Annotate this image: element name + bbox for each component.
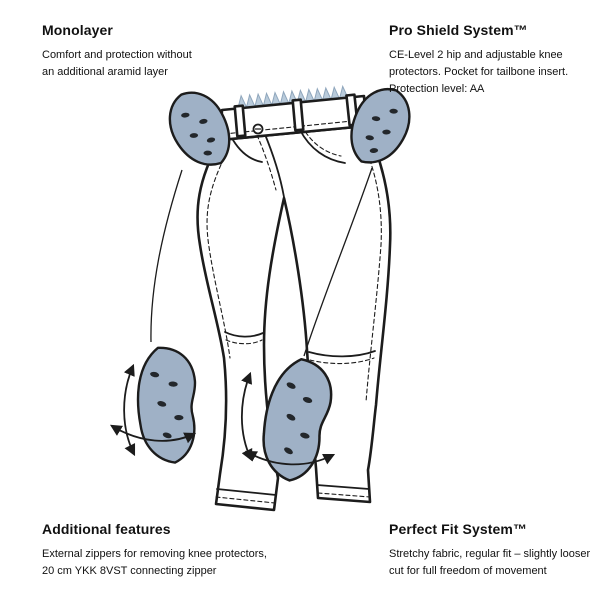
waistband-stitch bbox=[223, 119, 363, 135]
knee-pad-right bbox=[262, 357, 333, 482]
annotation-line: Protection level: AA bbox=[389, 83, 485, 96]
knee-seam-left bbox=[224, 331, 264, 338]
cuff-hem-right-stitch bbox=[317, 492, 371, 498]
cuff-hem-left bbox=[216, 488, 277, 496]
annotation-line: Comfort and protection without bbox=[42, 49, 192, 61]
adjust-arrow-vertical-left bbox=[123, 363, 136, 457]
leader-line-left bbox=[150, 169, 183, 343]
annotation-line: External zippers for removing knee prote… bbox=[42, 548, 267, 560]
annotation-line: an additional aramid layer bbox=[42, 66, 168, 79]
annotation-title: Monolayer bbox=[42, 22, 113, 38]
fly-stitch bbox=[256, 134, 277, 191]
outer-seam-stitch-left bbox=[206, 151, 231, 359]
annotation-line: Stretchy fabric, regular fit – slightly … bbox=[389, 548, 591, 560]
annotation-additional-features: Additional features External zippers for… bbox=[42, 521, 267, 580]
annotation-title: Additional features bbox=[42, 521, 171, 537]
hip-pad-left bbox=[168, 91, 231, 166]
knee-pad-left bbox=[136, 346, 197, 464]
back-protector-ridge bbox=[237, 84, 349, 109]
leader-line-right bbox=[303, 167, 373, 357]
hip-pad-right bbox=[350, 88, 411, 164]
cuff-hem-left-stitch bbox=[215, 496, 276, 504]
outer-seam-stitch-right bbox=[358, 133, 382, 403]
knee-seam-right bbox=[308, 350, 376, 358]
annotation-line: 20 cm YKK 8VST connecting zipper bbox=[42, 565, 217, 578]
pocket-left bbox=[232, 139, 263, 163]
belt-loop bbox=[233, 104, 247, 138]
cuff-hem-right bbox=[316, 484, 370, 490]
knee-seam-left-stitch bbox=[225, 339, 263, 345]
adjust-arrow-horizontal-right bbox=[244, 450, 336, 466]
annotation-line: cut for full freedom of movement bbox=[389, 565, 547, 578]
fly-seam bbox=[263, 131, 285, 198]
annotation-pro-shield-system: Pro Shield System™ CE-Level 2 hip and ad… bbox=[389, 22, 599, 98]
pocket-right bbox=[299, 129, 346, 164]
annotation-line: protectors. Pocket for tailbone insert. bbox=[389, 66, 569, 79]
annotation-perfect-fit-system: Perfect Fit System™ Stretchy fabric, reg… bbox=[389, 521, 599, 580]
annotation-monolayer: Monolayer Comfort and protection without… bbox=[42, 22, 252, 81]
annotation-line: CE-Level 2 hip and adjustable knee bbox=[389, 49, 563, 61]
adjust-arrow-horizontal-left bbox=[109, 424, 197, 444]
annotation-title: Pro Shield System™ bbox=[389, 22, 528, 38]
annotation-title: Perfect Fit System™ bbox=[389, 521, 528, 537]
belt-loop bbox=[291, 98, 305, 132]
knee-seam-right-stitch bbox=[309, 357, 375, 365]
